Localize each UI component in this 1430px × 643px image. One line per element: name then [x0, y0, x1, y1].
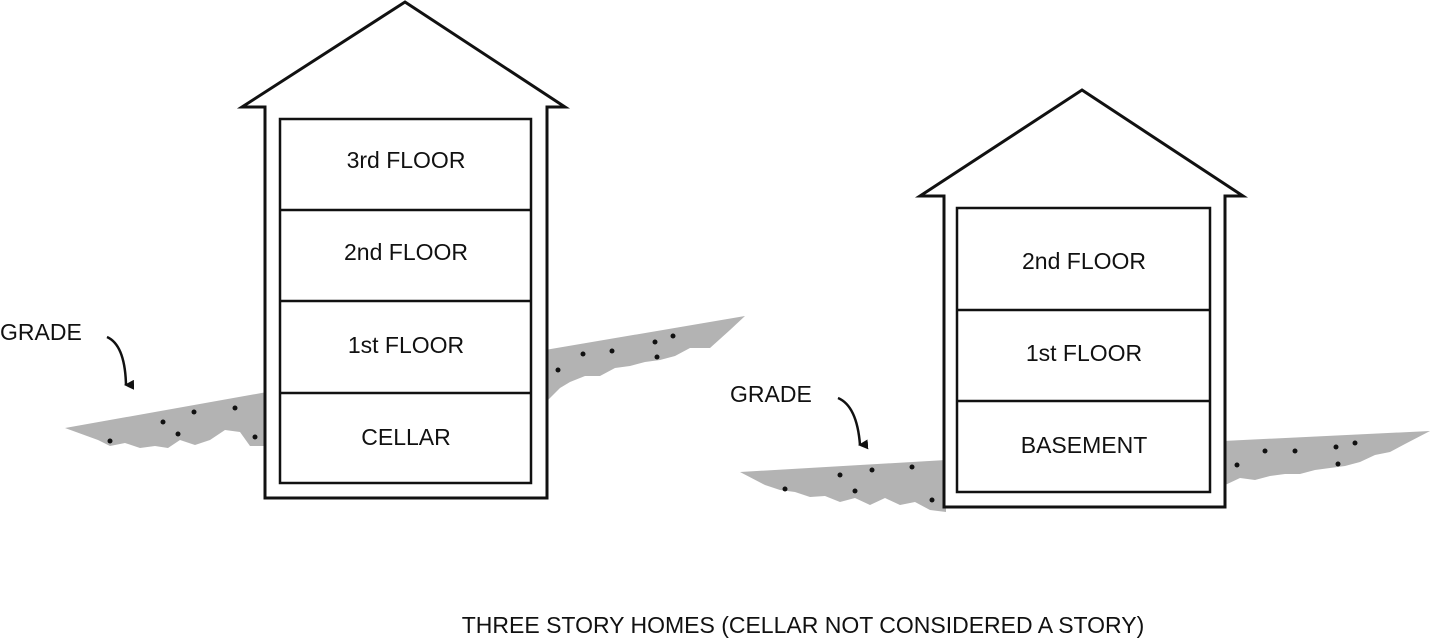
floor-label-1st: 1st FLOOR	[1026, 340, 1142, 366]
grade-arrow-right	[837, 396, 869, 450]
grade-label-left: GRADE	[0, 319, 82, 345]
left-house: 3rd FLOOR 2nd FLOOR 1st FLOOR CELLAR	[236, 0, 571, 500]
grade-arrow-left	[106, 335, 135, 390]
floor-label-cellar: CELLAR	[361, 424, 450, 450]
floor-label-2nd: 2nd FLOOR	[344, 239, 468, 265]
caption: THREE STORY HOMES (CELLAR NOT CONSIDERED…	[462, 612, 1145, 638]
floor-label-2nd: 2nd FLOOR	[1022, 248, 1146, 274]
grade-label-right: GRADE	[730, 381, 812, 407]
right-house-ground	[740, 431, 1430, 512]
floor-label-1st: 1st FLOOR	[348, 332, 464, 358]
right-house: 2nd FLOOR 1st FLOOR BASEMENT	[914, 88, 1249, 509]
floor-label-basement: BASEMENT	[1021, 432, 1148, 458]
floor-label-3rd: 3rd FLOOR	[347, 147, 466, 173]
left-house-ground	[65, 316, 745, 448]
